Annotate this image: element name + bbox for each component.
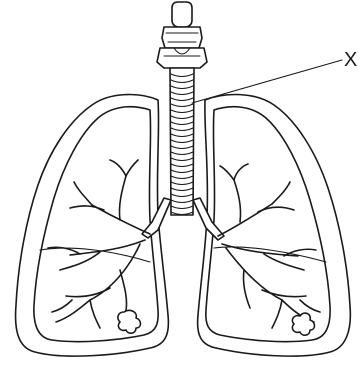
leader-line [192, 60, 342, 103]
trachea [170, 68, 194, 215]
larynx [157, 2, 207, 68]
left-lung [16, 95, 171, 357]
right-lung [193, 95, 350, 357]
label-x: X [192, 49, 357, 103]
label-x-text: X [344, 49, 357, 71]
